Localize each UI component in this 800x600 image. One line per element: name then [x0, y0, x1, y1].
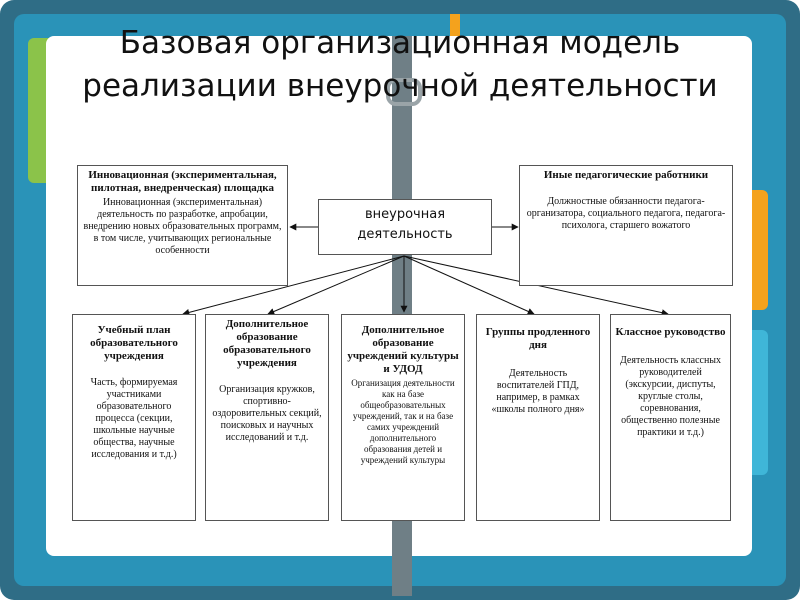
box-innovation-platform: Инновационная (экспериментальная, пилотн… [77, 165, 288, 286]
box-curriculum: Учебный план образовательного учреждения… [72, 314, 196, 521]
box-extended-day-groups: Группы продленного дня Деятельность восп… [476, 314, 600, 521]
binder-tab-cyan [750, 330, 768, 475]
box-text: Деятельность классных руководителей (экс… [619, 355, 722, 438]
box-text: Организация деятельности как на базе общ… [351, 378, 455, 465]
box-heading: Дополнительное образование образовательн… [223, 318, 311, 369]
arrow-to-bottom-4 [403, 255, 535, 315]
box-center: внеурочная деятельность [318, 199, 492, 255]
box-heading: Группы продленного дня [485, 326, 591, 351]
box-heading: Классное руководство [615, 326, 726, 338]
box-heading: Инновационная (экспериментальная, пилотн… [88, 169, 277, 194]
box-text: Деятельность воспитателей ГПД, например,… [491, 368, 585, 415]
binder-tab-green [28, 38, 50, 183]
box-additional-education-school: Дополнительное образование образовательн… [205, 314, 329, 521]
arrow-to-bottom-2 [267, 255, 405, 315]
box-text: Инновационная (экспериментальная) деятел… [83, 197, 282, 256]
box-text: Должностные обязанности педагога-организ… [526, 196, 726, 231]
arrow-to-bottom-1 [182, 255, 405, 316]
box-other-teachers: Иные педагогические работники Должностны… [519, 165, 733, 286]
box-heading: Учебный план образовательного учреждения [90, 324, 178, 362]
box-text: Организация кружков, спортивно-оздоровит… [212, 384, 322, 443]
box-heading: Дополнительное образование учреждений ку… [347, 324, 459, 375]
binder-tab-orange [750, 190, 768, 310]
box-class-guidance: Классное руководство Деятельность классн… [610, 314, 731, 521]
box-additional-education-culture: Дополнительное образование учреждений ку… [341, 314, 465, 521]
center-label: внеурочная деятельность [357, 207, 453, 242]
binder-tab-yellow [450, 14, 460, 40]
slide-title: Базовая организационная модель реализаци… [82, 25, 718, 104]
box-heading: Иные педагогические работники [543, 169, 709, 181]
binder-ring-icon [386, 78, 422, 106]
box-text: Часть, формируемая участниками образоват… [90, 377, 178, 460]
